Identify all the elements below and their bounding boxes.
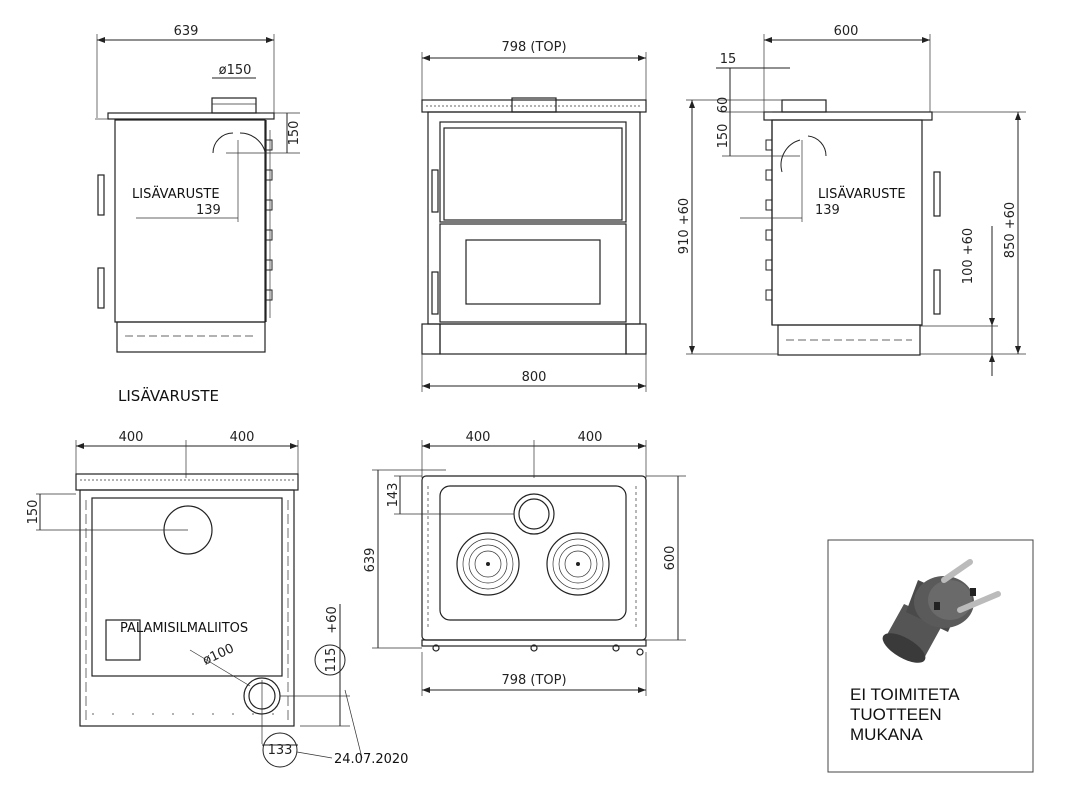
top-view: 400 400 143 xyxy=(363,430,686,696)
flue-ring xyxy=(513,493,555,535)
front-view: 798 (TOP) 800 xyxy=(421,40,647,392)
dim-150-left: 150 xyxy=(287,121,302,146)
dim-850: 850 +60 xyxy=(1003,202,1018,258)
plug-note-line3: MUKANA xyxy=(850,725,923,744)
hinge-marks xyxy=(265,139,273,301)
dim-600-right: 600 xyxy=(834,24,859,39)
caption-accessory: LISÄVARUSTE xyxy=(118,386,219,405)
label-air-inlet: PALAMISILMALIITOS xyxy=(120,621,248,636)
dim-400-left-bottom: 400 xyxy=(119,430,144,445)
dim-15: 15 xyxy=(720,52,737,67)
power-plug-icon xyxy=(882,559,1001,663)
label-accessory-left: LISÄVARUSTE xyxy=(132,186,220,202)
dim-143: 143 xyxy=(386,483,401,508)
dim-115: 115 xyxy=(324,648,339,673)
drawing-date: 24.07.2020 xyxy=(334,752,408,767)
plug-note-line1: EI TOIMITETA xyxy=(850,685,960,704)
dim-798-top-view: 798 (TOP) xyxy=(501,673,566,688)
dim-639: 639 xyxy=(174,24,199,39)
dim-150-bottom: 150 xyxy=(26,500,41,525)
hotplate-left xyxy=(456,532,520,596)
dim-flue-diameter: ø150 xyxy=(219,63,252,78)
hinge-marks-right xyxy=(765,139,773,301)
side-view-left: 639 ø150 LISÄVARUSTE xyxy=(95,24,302,353)
side-view-right: 600 15 60 150 LISÄVARUSTE 139 xyxy=(677,24,1026,376)
bottom-view: 400 400 150 PALAMISILMALIITOS ø100 115 +… xyxy=(26,430,408,768)
dim-100: 100 +60 xyxy=(961,228,976,284)
dim-133: 133 xyxy=(268,743,293,758)
plug-note-line2: TUOTTEEN xyxy=(850,705,942,724)
dim-dia100: ø100 xyxy=(200,641,236,668)
label-accessory-right: LISÄVARUSTE xyxy=(818,186,906,202)
hotplate-right xyxy=(546,532,610,596)
dim-400-right-bottom: 400 xyxy=(230,430,255,445)
dim-639-top: 639 xyxy=(363,548,378,573)
dim-plus60: +60 xyxy=(325,606,340,633)
dim-400-right-top: 400 xyxy=(578,430,603,445)
plug-note-box: EI TOIMITETA TUOTTEEN MUKANA xyxy=(827,539,1034,773)
dim-910: 910 +60 xyxy=(677,198,692,254)
dim-798-top-front: 798 (TOP) xyxy=(501,40,566,55)
dim-150-right: 150 xyxy=(716,124,731,149)
dim-139-left: 139 xyxy=(196,203,221,218)
dim-400-left-top: 400 xyxy=(466,430,491,445)
dim-60: 60 xyxy=(716,97,731,114)
dim-600-top: 600 xyxy=(663,546,678,571)
dim-800-front: 800 xyxy=(522,370,547,385)
dim-139-right: 139 xyxy=(815,203,840,218)
